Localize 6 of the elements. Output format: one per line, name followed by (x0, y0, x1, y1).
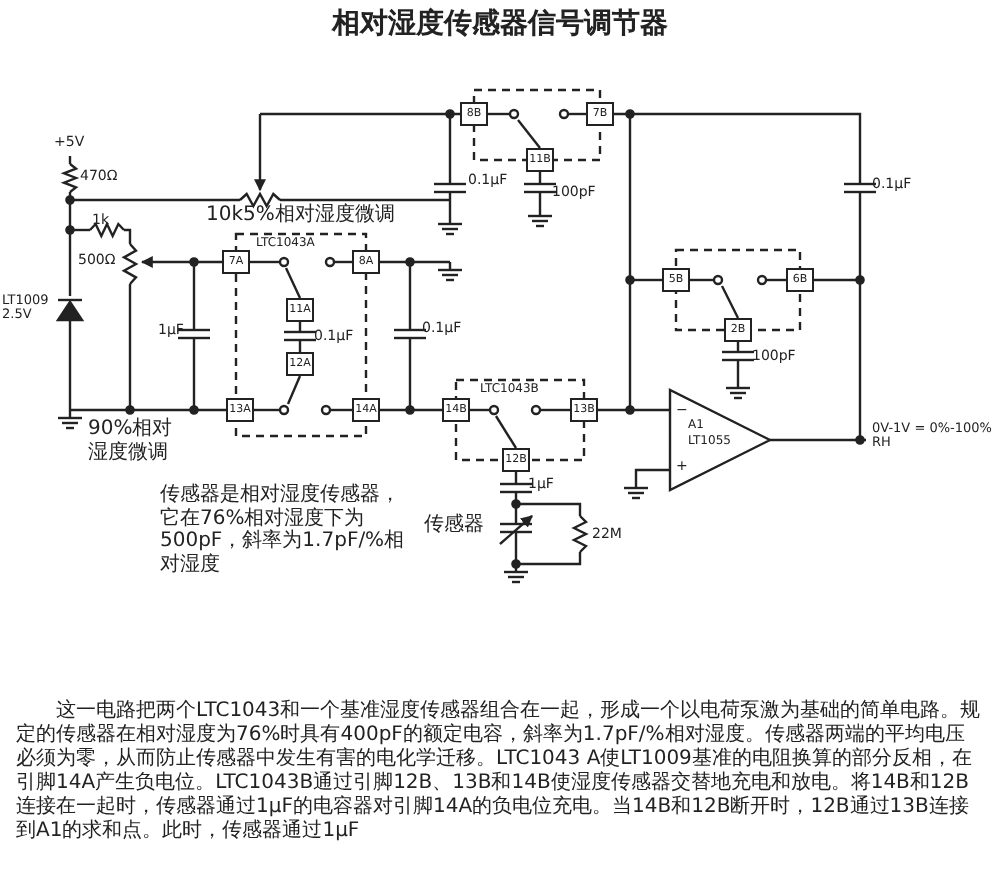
trim-label: 10k5%相对湿度微调 (206, 204, 397, 227)
diagram-title: 相对湿度传感器信号调节器 (329, 8, 670, 41)
trim-label: 90%相对湿度微调 (88, 418, 175, 464)
description-paragraph: 这一电路把两个LTC1043和一个基准湿度传感器组合在一起，形成一个以电荷泵激为基础的简单电路。规定的传感器在相对湿度为76%时具有400pF的额定电容，斜率为1.7pF/%相对湿度。传感器两端的平均电压必须为零，从而防止传感器中发生有害的电化学迁移。LTC1043 A使LT1009基准的电阻换算的部分反相，在引脚14A产生负电位。LTC1043B通过引脚12B、13B和14B使湿度传感器交替地充电和放电。将14B和12B连接在一起时，传感器通过1μF的电容器对引脚14A的负电位充电。当14B和12B断开时，12B通过13B连接到A1的求和点。此时，传感器通过1μF (16, 700, 983, 844)
sensor-label: 传感器 (424, 514, 486, 537)
note-text: 传感器是相对湿度传感器，它在76%相对湿度下为500pF，斜率为1.7pF/%相对湿度 (160, 484, 407, 576)
